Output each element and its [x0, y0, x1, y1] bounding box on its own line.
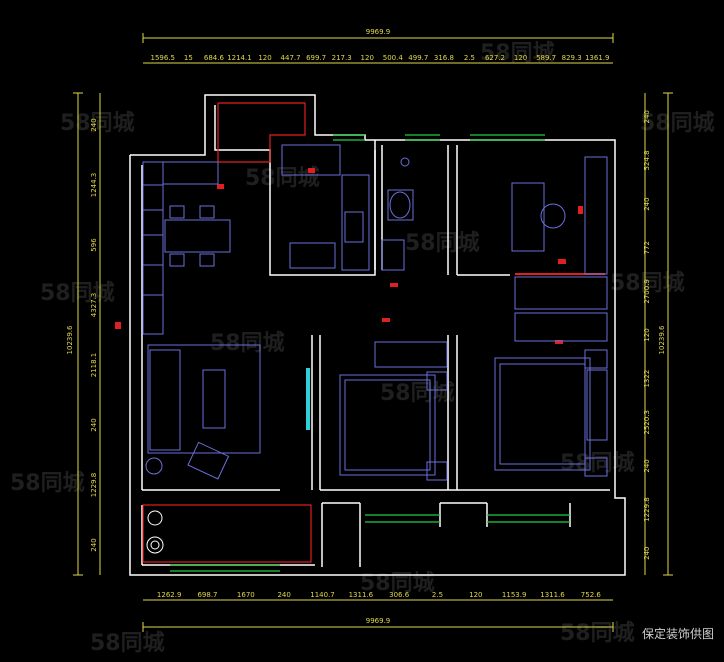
- outer-walls: [129, 94, 626, 576]
- dim-top-value: 120: [361, 54, 374, 62]
- red-markers: [115, 168, 605, 344]
- dim-bottom-value: 1311.6: [349, 591, 374, 599]
- dim-right-value: 240: [643, 459, 651, 472]
- dim-right-value: 240: [643, 197, 651, 210]
- dim-bottom-value: 306.6: [389, 591, 410, 599]
- dim-top-value: 120: [258, 54, 271, 62]
- watermarks: 58同城 58同城 58同城 58同城 58同城 58同城 58同城 58同城 …: [10, 40, 715, 656]
- dim-top-value: 684.6: [204, 54, 225, 62]
- watermark: 58同城: [40, 280, 115, 306]
- dim-bottom-value: 1311.6: [540, 591, 565, 599]
- watermark: 58同城: [405, 230, 480, 256]
- dim-top-total: 9969.9: [366, 28, 391, 36]
- dim-left-value: 596: [90, 238, 98, 252]
- dim-bottom-value: 752.6: [581, 591, 602, 599]
- watermark: 58同城: [60, 110, 135, 136]
- dim-top-value: 1361.9: [585, 54, 610, 62]
- dim-top-value: 500.4: [383, 54, 404, 62]
- dim-top-value: 217.3: [332, 54, 352, 62]
- dim-left-value: 240: [90, 418, 98, 431]
- dim-top-value: 447.7: [281, 54, 301, 62]
- watermark: 58同城: [560, 450, 635, 476]
- watermark: 58同城: [610, 270, 685, 296]
- dim-right-value: 524.8: [643, 150, 651, 170]
- glass-door: [306, 368, 310, 430]
- dim-bottom-row: 1262.9 698.7 1670 240 1140.7 1311.6 306.6 2.5 12…: [157, 591, 601, 599]
- dim-bottom-value: 240: [277, 591, 290, 599]
- dim-left-value: 240: [90, 118, 98, 131]
- dimension-lines: [73, 33, 673, 632]
- dim-right-value: 240: [643, 110, 651, 123]
- dim-bottom-value: 2.5: [432, 591, 443, 599]
- watermark: 58同城: [640, 110, 715, 136]
- furniture: [142, 144, 608, 481]
- dim-bottom-value: 1140.7: [310, 591, 335, 599]
- dim-bottom-value: 120: [469, 591, 482, 599]
- dim-bottom-value: 1670: [237, 591, 255, 599]
- dim-top-value: 589.7: [536, 54, 556, 62]
- dim-left-total: 10239.6: [66, 325, 74, 354]
- dim-top-value: 316.8: [434, 54, 454, 62]
- dim-top-value: 699.7: [306, 54, 326, 62]
- caption: 保定装饰供图: [641, 627, 714, 641]
- dim-right-value: 1322: [643, 370, 651, 388]
- dim-left-column: 240 1244.3 596 4327.3 2118.1 240 1229.8 240: [90, 118, 98, 551]
- dim-right-value: 2520.3: [643, 410, 651, 435]
- dim-left-value: 240: [90, 538, 98, 551]
- dim-bottom-value: 1262.9: [157, 591, 182, 599]
- dim-right-value: 120: [643, 328, 651, 341]
- dim-bottom-value: 1153.9: [502, 591, 527, 599]
- watermark: 58同城: [210, 330, 285, 356]
- dim-right-value: 1229.8: [643, 497, 651, 521]
- watermark: 58同城: [480, 40, 555, 66]
- dim-right-value: 240: [643, 546, 651, 559]
- dim-top-value: 829.3: [562, 54, 582, 62]
- windows: [170, 134, 570, 572]
- dim-bottom-total: 9969.9: [366, 617, 391, 625]
- dim-top-value: 120: [514, 54, 527, 62]
- dim-top-value: 499.7: [408, 54, 428, 62]
- dim-right-value: 772: [643, 241, 651, 254]
- dim-top-value: 627.2: [485, 54, 505, 62]
- dim-left-value: 1229.8: [90, 473, 98, 498]
- dim-top-value: 2.5: [464, 54, 475, 62]
- dim-top-value: 1214.1: [227, 54, 252, 62]
- dim-top-value: 15: [184, 54, 193, 62]
- watermark: 58同城: [10, 470, 85, 496]
- watermark: 58同城: [380, 380, 455, 406]
- watermark: 58同城: [90, 630, 165, 656]
- appliances: [146, 510, 164, 554]
- dim-right-column: 240 524.8 240 772 2700.9 120 1322 2520.3 240 1229…: [643, 110, 651, 560]
- dim-bottom-value: 698.7: [197, 591, 217, 599]
- watermark: 58同城: [560, 620, 635, 646]
- dim-top-value: 1596.5: [151, 54, 176, 62]
- dim-left-value: 1244.3: [90, 173, 98, 198]
- dim-right-total: 10239.6: [658, 325, 666, 354]
- dim-right-value: 2700.9: [643, 279, 651, 304]
- dim-left-value: 2118.1: [90, 353, 98, 378]
- dim-left-value: 4327.3: [90, 293, 98, 318]
